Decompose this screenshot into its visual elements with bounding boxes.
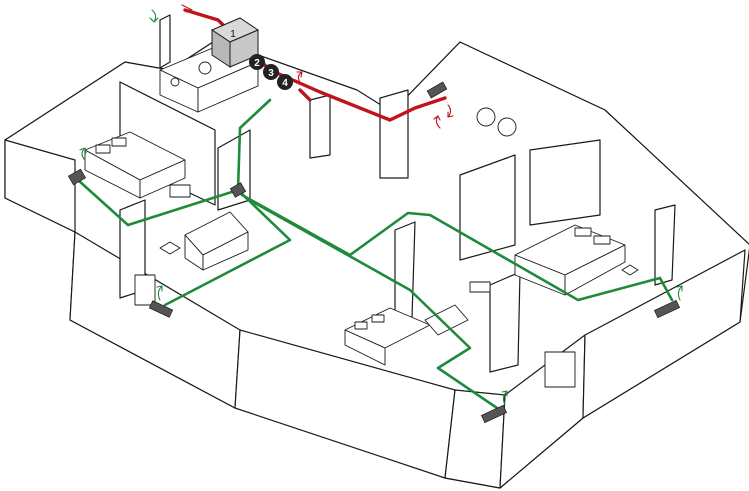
arrow-exhaust-living (433, 115, 441, 129)
supply-duct-living (163, 188, 292, 307)
front-corner-wall (444, 389, 506, 489)
bedroom-front-wall (489, 271, 521, 373)
arrow-front-bedroom (501, 390, 508, 406)
chair-front (424, 304, 469, 336)
right-wall-face (582, 249, 746, 419)
pillow-front-2 (371, 314, 385, 323)
supply-duct-front-bedroom (244, 196, 502, 412)
distribution-box (229, 182, 247, 198)
unit-label: 1 (230, 29, 236, 40)
pillow-front-1 (354, 321, 368, 330)
arrow-living (156, 285, 163, 301)
marker-4-label: 4 (282, 78, 288, 89)
coffee-table (159, 241, 181, 255)
bed-left-end (139, 159, 186, 199)
supply-duct-left-bedroom (76, 178, 130, 227)
supply-ducts (76, 98, 674, 412)
marker-2-label: 2 (254, 58, 260, 69)
exhaust-grille-right (426, 81, 448, 99)
sink (198, 61, 212, 75)
exhaust-ducts (183, 8, 447, 122)
pillow-left-2 (111, 137, 127, 147)
exhaust-duct-branch (298, 88, 312, 102)
kitchen-counter-side (197, 61, 259, 113)
bedroom-left-back-wall (119, 81, 216, 206)
supply-duct-main-left (126, 98, 272, 227)
vent-left-bedroom (67, 168, 87, 186)
marker-2-circle (249, 54, 265, 70)
airflow-arrows (79, 4, 683, 406)
living-partition (379, 89, 409, 179)
window-front (544, 351, 576, 388)
vent-right-bedroom (653, 299, 681, 319)
building-shell (4, 39, 749, 489)
pillow-right-2 (593, 235, 611, 245)
bedroom-front-partition (394, 221, 416, 323)
arrow-exhaust-top (181, 4, 193, 13)
marker-3-label: 3 (268, 68, 274, 79)
marker-3-circle (263, 64, 279, 80)
marker-4-circle (277, 74, 293, 90)
bed-front-side (344, 329, 386, 366)
arrow-exhaust-right (447, 104, 454, 118)
bed-right-end (564, 244, 626, 296)
right-back-wall-top (391, 41, 749, 245)
vent-living (148, 300, 174, 318)
furniture (84, 44, 639, 388)
marker-3: 3 (263, 64, 279, 80)
arrow-left-bedroom (79, 147, 87, 161)
vent-grilles (67, 81, 681, 424)
hall-partition (309, 94, 331, 159)
arrow-intake-top (149, 9, 159, 23)
armchair-2 (497, 117, 517, 137)
arrow-right-bedroom (676, 285, 683, 301)
bedroom-right-back-wall (529, 139, 601, 226)
marker-4: 4 (277, 74, 293, 90)
window-left (134, 274, 156, 306)
numbered-markers: 2 3 4 (249, 54, 293, 90)
armchair-1 (476, 107, 496, 127)
marker-2: 2 (249, 54, 265, 70)
exhaust-duct-main (183, 8, 447, 122)
arrow-exhaust-hall (296, 71, 303, 83)
bedroom-right-partition (654, 204, 676, 286)
pillow-right-1 (574, 227, 592, 237)
stove-burner (170, 77, 180, 87)
sofa-living-front (202, 231, 249, 271)
tv-unit-front (469, 281, 491, 293)
tv-unit-left (169, 184, 191, 198)
bathroom-wall (159, 14, 171, 69)
pillow-left-1 (95, 144, 111, 154)
vent-front-bedroom (480, 404, 508, 424)
nightstand-right (621, 264, 639, 276)
